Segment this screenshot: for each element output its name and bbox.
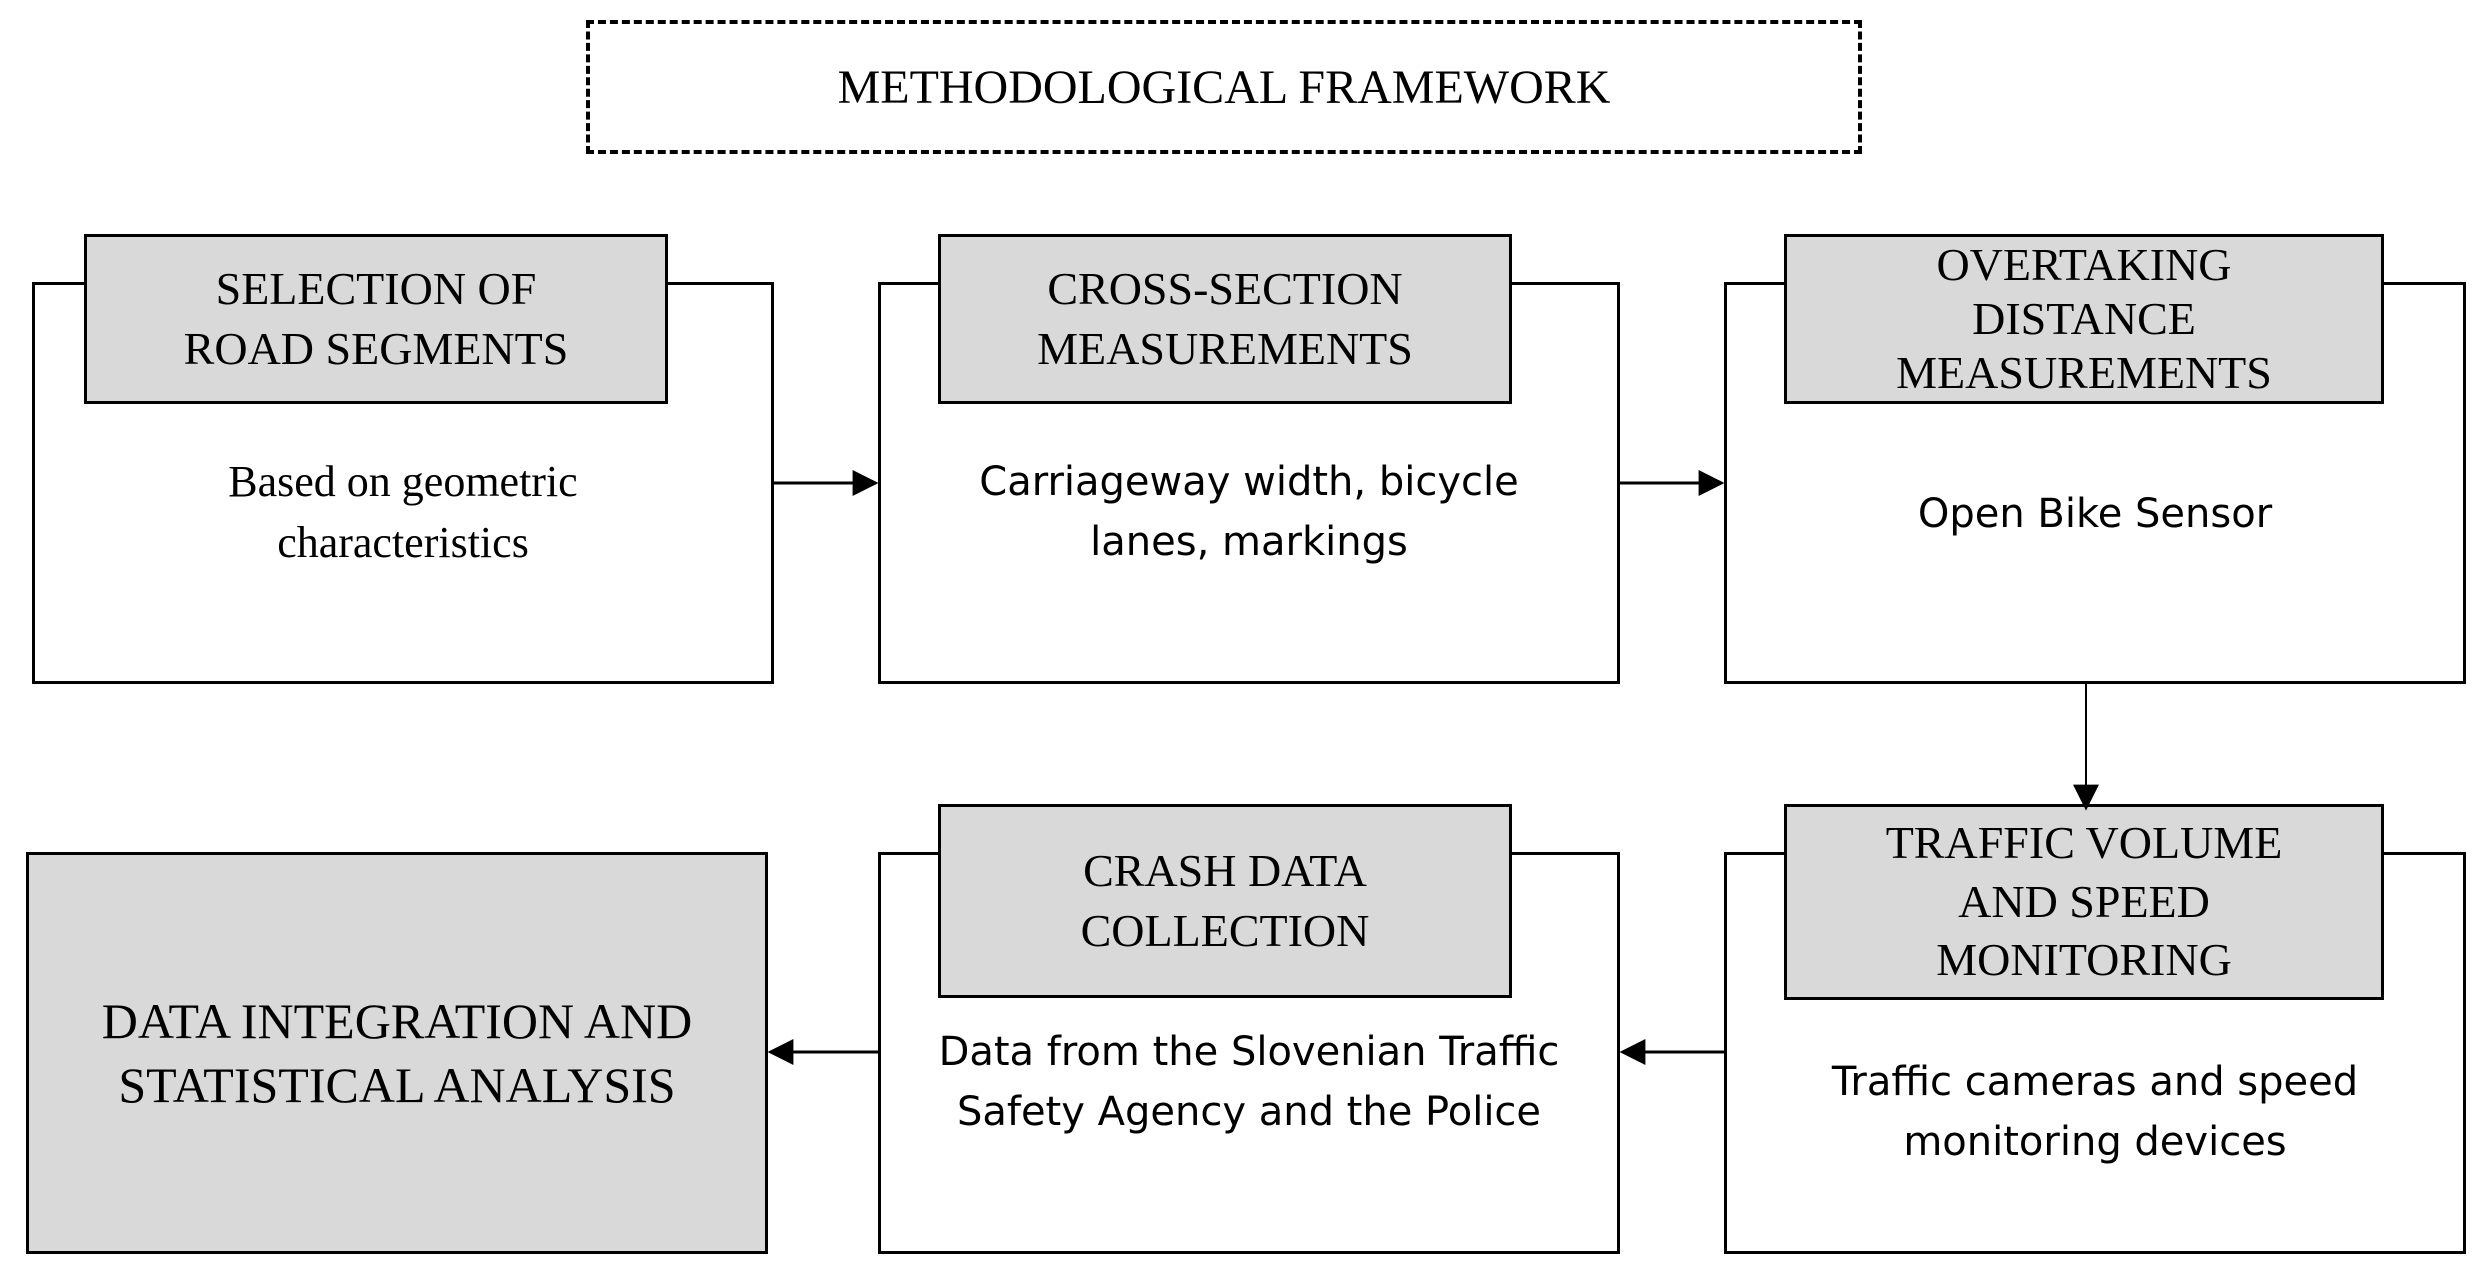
- step-overtaking-description: Open Bike Sensor: [1917, 491, 2273, 537]
- step-traffic-header: TRAFFIC VOLUME AND SPEED MONITORING: [1784, 804, 2384, 1000]
- step-selection-description: Based on geometric characteristics: [228, 457, 578, 567]
- step-cross-section-description: Carriageway width, bicycle lanes, markin…: [979, 459, 1519, 565]
- final-step-label: DATA INTEGRATION AND STATISTICAL ANALYSI…: [101, 993, 693, 1113]
- step-traffic-description: Traffic cameras and speed monitoring dev…: [1831, 1059, 2359, 1165]
- diagram-title: METHODOLOGICAL FRAMEWORK: [586, 20, 1862, 154]
- final-step-box: DATA INTEGRATION AND STATISTICAL ANALYSI…: [26, 852, 768, 1254]
- step-crash-header: CRASH DATA COLLECTION: [938, 804, 1512, 998]
- step-overtaking-header: OVERTAKING DISTANCE MEASUREMENTS: [1784, 234, 2384, 404]
- step-selection-header: SELECTION OF ROAD SEGMENTS: [84, 234, 668, 404]
- step-cross-section-header: CROSS-SECTION MEASUREMENTS: [938, 234, 1512, 404]
- step-crash-description: Data from the Slovenian Traffic Safety A…: [938, 1029, 1560, 1135]
